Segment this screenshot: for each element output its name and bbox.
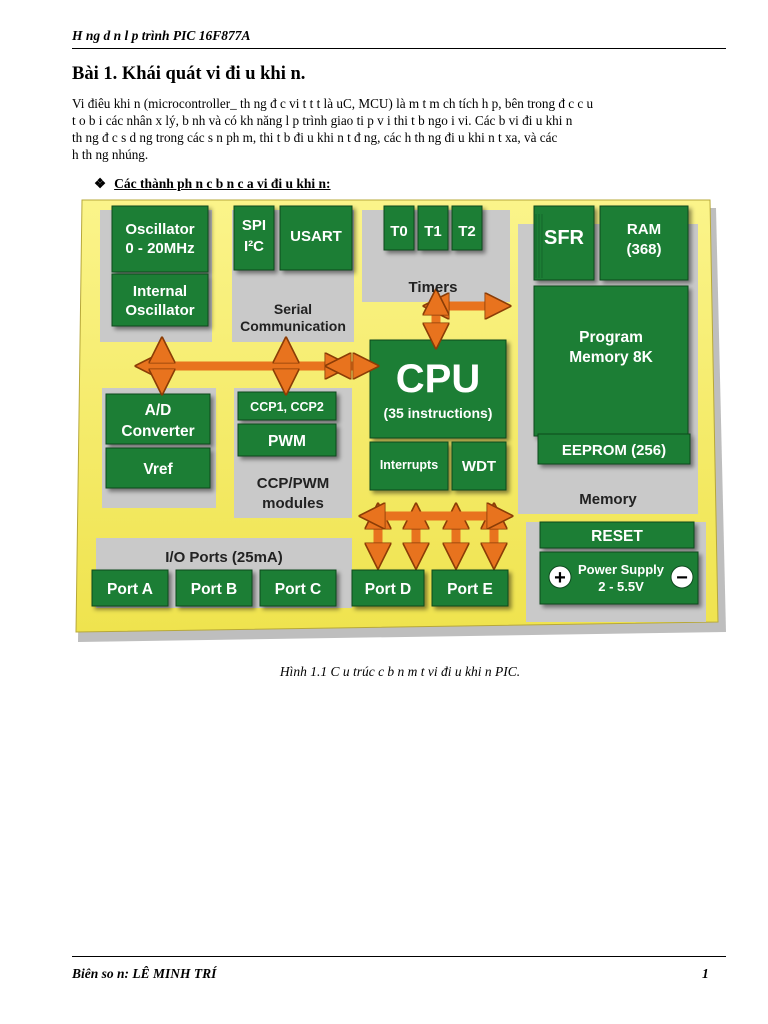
memory-label: Memory bbox=[579, 491, 637, 508]
port-d-block bbox=[351, 569, 425, 607]
internal-oscillator-label: Oscillator bbox=[125, 302, 194, 319]
figure-caption: Hình 1.1 C u trúc c b n m t vi đi u khi … bbox=[279, 664, 521, 679]
usart-block bbox=[279, 205, 353, 271]
adc-block bbox=[105, 393, 211, 445]
reset-label: RESET bbox=[591, 528, 643, 545]
page-number: 1 bbox=[702, 966, 709, 981]
ram-label: RAM bbox=[627, 221, 661, 238]
oscillator-label: Oscillator bbox=[125, 221, 194, 238]
i2c-label: I²C bbox=[244, 238, 264, 255]
port-a-label: Port A bbox=[107, 581, 153, 598]
program-memory-label: Program bbox=[579, 329, 643, 346]
timer-t2-block bbox=[451, 205, 483, 251]
internal-oscillator-label: Internal bbox=[133, 283, 187, 300]
cpu-block bbox=[369, 339, 507, 439]
timer-t2-label: T2 bbox=[458, 223, 476, 240]
adc-label: Converter bbox=[121, 423, 194, 440]
adc-label: A/D bbox=[145, 402, 172, 419]
timers-label: Timers bbox=[409, 279, 458, 296]
wdt-block bbox=[451, 441, 507, 491]
usart-label: USART bbox=[290, 228, 342, 245]
ram-block bbox=[599, 205, 689, 281]
diamond-bullet-icon: ❖ bbox=[94, 176, 107, 191]
power-supply-range: 2 - 5.5V bbox=[598, 579, 644, 594]
power-supply-label: Power Supply bbox=[578, 562, 665, 577]
sfr-label: SFR bbox=[544, 227, 585, 249]
minus-sign: − bbox=[676, 567, 688, 589]
eeprom-block bbox=[537, 433, 691, 465]
timer-t1-block bbox=[417, 205, 449, 251]
interrupts-block bbox=[369, 441, 449, 491]
intro-line: Vi điêu khi n (microcontroller_ th ng đ … bbox=[72, 96, 594, 111]
port-a-block bbox=[91, 569, 169, 607]
plus-sign: + bbox=[554, 567, 566, 589]
ram-size: (368) bbox=[626, 241, 661, 258]
oscillator-range: 0 - 20MHz bbox=[125, 240, 194, 257]
program-memory-block bbox=[533, 285, 689, 437]
reset-block bbox=[539, 521, 695, 549]
vref-label: Vref bbox=[143, 461, 173, 478]
oscillator-block bbox=[111, 205, 209, 273]
footer-author: Biên so n: LÊ MINH TRÍ bbox=[72, 966, 217, 981]
minus-terminal-icon bbox=[670, 565, 694, 589]
interrupts-label: Interrupts bbox=[380, 458, 438, 472]
timer-t1-label: T1 bbox=[424, 223, 442, 240]
port-c-block bbox=[259, 569, 337, 607]
sfr-block bbox=[533, 205, 595, 281]
footer-rule bbox=[72, 956, 726, 957]
intro-line: th ng đ c s d ng trong các s n ph m, thi… bbox=[72, 130, 558, 145]
intro-paragraph: Vi điêu khi n (microcontroller_ th ng đ … bbox=[72, 95, 728, 163]
plus-terminal-icon bbox=[548, 565, 572, 589]
eeprom-label: EEPROM (256) bbox=[562, 442, 666, 459]
intro-line: t o b i các nhân x lý, b nh và có kh năn… bbox=[72, 113, 573, 128]
timer-t0-label: T0 bbox=[390, 223, 408, 240]
cpu-instructions: (35 instructions) bbox=[384, 405, 493, 421]
ccp-modules-label: modules bbox=[262, 495, 324, 512]
ccp-modules-label: CCP/PWM bbox=[257, 475, 330, 492]
vref-block bbox=[105, 447, 211, 489]
bullet-label: Các thành ph n c b n c a vi đi u khi n: bbox=[114, 176, 331, 191]
ccp-label: CCP1, CCP2 bbox=[250, 400, 324, 414]
ccp-block bbox=[237, 391, 337, 421]
pwm-label: PWM bbox=[268, 433, 306, 450]
program-memory-size: Memory 8K bbox=[569, 349, 653, 366]
components-bullet: ❖ Các thành ph n c b n c a vi đi u khi n: bbox=[94, 176, 331, 192]
header-rule bbox=[72, 48, 726, 49]
section-title: Bài 1. Khái quát vi đi u khi n. bbox=[72, 64, 306, 84]
timer-t0-block bbox=[383, 205, 415, 251]
port-d-label: Port D bbox=[365, 581, 412, 598]
serial-label: Serial bbox=[274, 301, 312, 317]
port-e-label: Port E bbox=[447, 581, 493, 598]
port-e-block bbox=[431, 569, 509, 607]
intro-line: h th ng nhúng. bbox=[72, 147, 149, 162]
pwm-block bbox=[237, 423, 337, 457]
pic-architecture-diagram: Oscillator 0 - 20MHz Internal Oscillator… bbox=[75, 199, 726, 642]
port-b-label: Port B bbox=[191, 581, 238, 598]
cpu-label: CPU bbox=[396, 357, 480, 401]
wdt-label: WDT bbox=[462, 458, 496, 475]
internal-oscillator-block bbox=[111, 273, 209, 327]
spi-i2c-block bbox=[233, 205, 275, 271]
io-ports-label: I/O Ports (25mA) bbox=[165, 549, 283, 566]
spi-label: SPI bbox=[242, 217, 266, 234]
port-b-block bbox=[175, 569, 253, 607]
page-header: H ng d n l p trình PIC 16F877A bbox=[72, 28, 251, 43]
bus-arrows bbox=[148, 302, 500, 556]
serial-label: Communication bbox=[240, 318, 346, 334]
port-c-label: Port C bbox=[275, 581, 322, 598]
